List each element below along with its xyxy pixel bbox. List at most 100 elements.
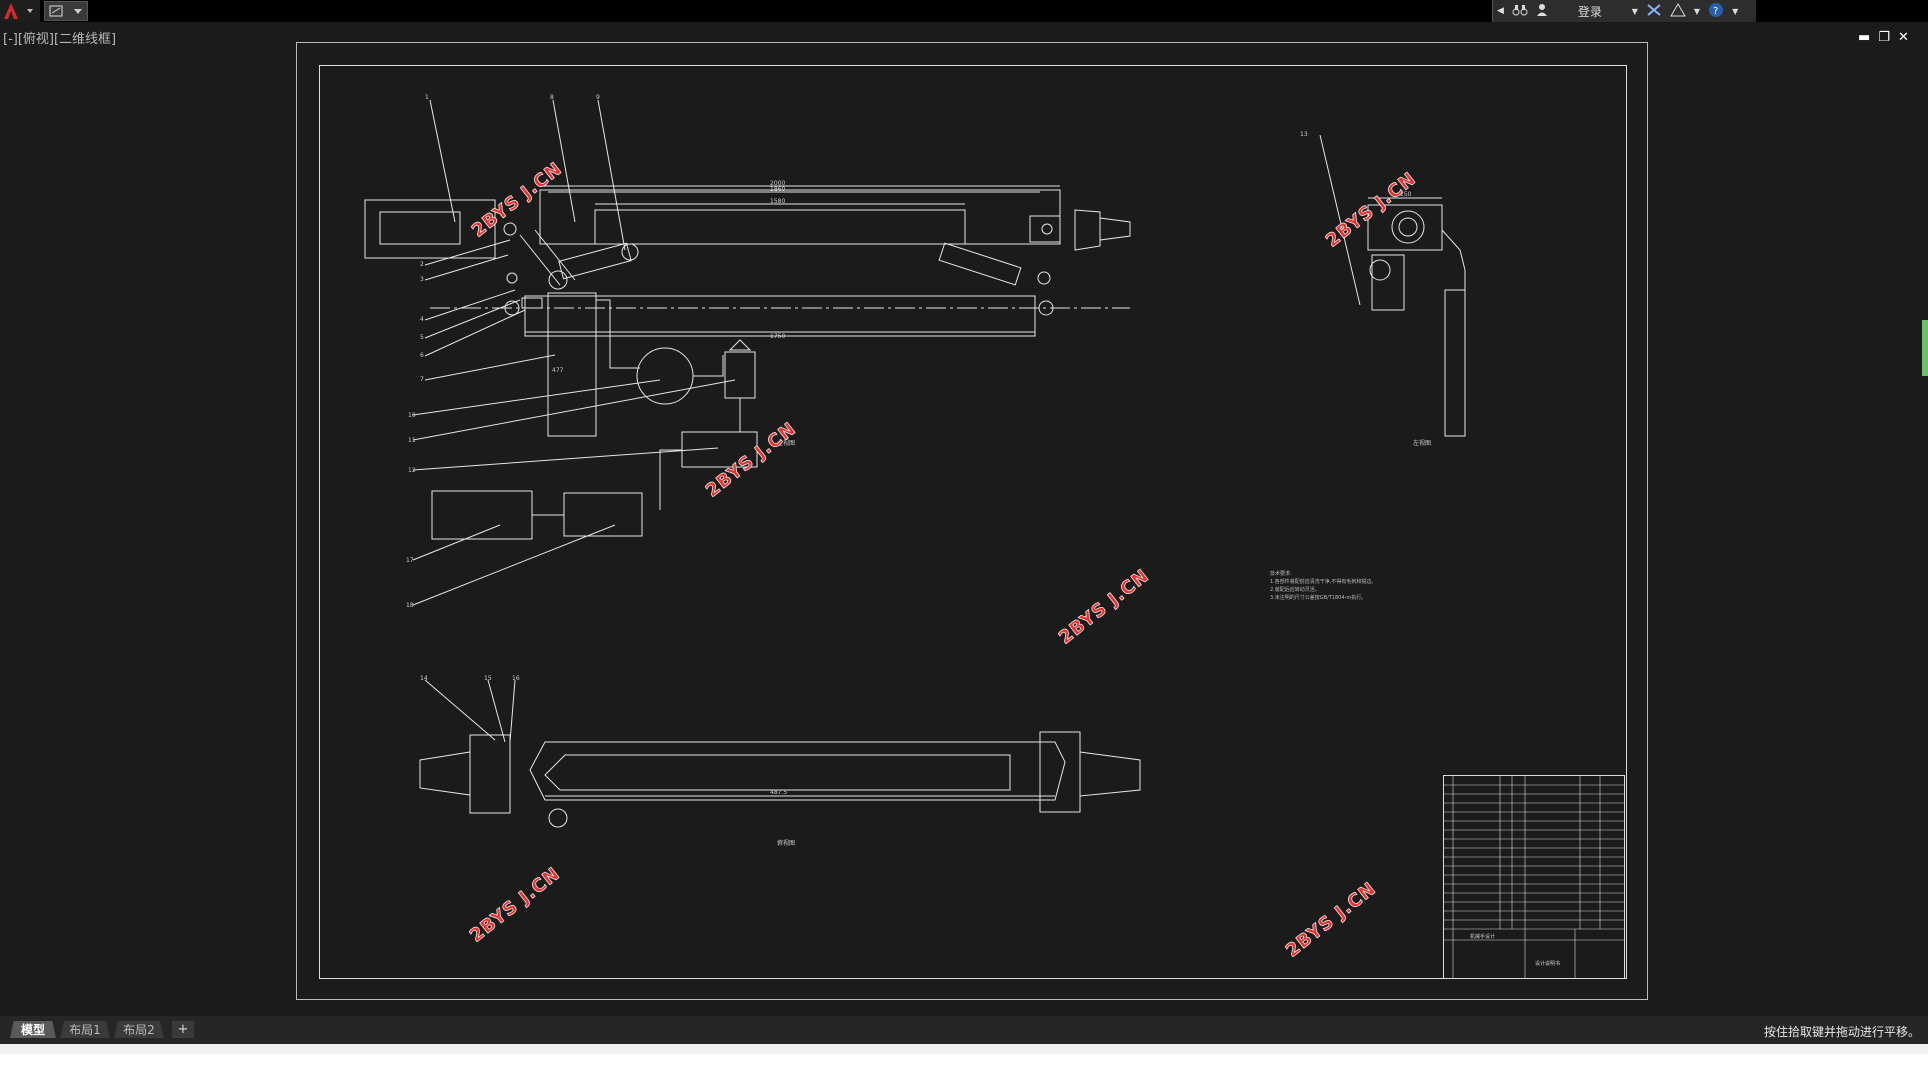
side-arm [1371, 254, 1405, 311]
title-block-text: 设计说明书 [1535, 960, 1560, 967]
part-number: 5 [420, 334, 424, 341]
chevron-down-icon: ▼ [1631, 6, 1638, 16]
pivot-pin [1041, 223, 1053, 235]
view-label: 主视图 [777, 439, 795, 447]
viewport-controls-label[interactable]: [-][俯视][二维线框] [3, 32, 117, 47]
guide-rail [524, 295, 1036, 337]
leader-line [487, 679, 506, 743]
part-number: 13 [1300, 131, 1308, 138]
dimension-text: 250 [1400, 191, 1412, 198]
leader-line [424, 354, 556, 381]
add-layout-button[interactable]: + [172, 1021, 194, 1038]
top-bar: ◀ 登录 ▼ ▼ ? ▼ [0, 0, 1928, 22]
end-taper [1099, 217, 1131, 241]
user-icon [1536, 3, 1548, 20]
binoculars-icon[interactable] [1512, 3, 1528, 20]
dimension-text: 2000 [770, 180, 785, 187]
joint-pin [1038, 300, 1054, 316]
exchange-icon[interactable] [1646, 3, 1662, 20]
help-icon[interactable]: ? [1708, 2, 1724, 21]
leader-line [597, 99, 626, 251]
leader-line [424, 299, 521, 339]
part-number: 12 [408, 467, 416, 474]
leader-line [1319, 134, 1361, 306]
drawing-sheet-border [296, 42, 1648, 1000]
tech-title: 技术要求: [1270, 571, 1292, 577]
part-number: 10 [408, 412, 416, 419]
top-joint [548, 808, 568, 828]
tab-layout1[interactable]: 布局1 [60, 1021, 110, 1038]
dimension-text: 487.5 [770, 789, 787, 796]
leader-line [412, 524, 501, 561]
leader-line [424, 239, 511, 266]
pivot-block [1029, 215, 1061, 243]
pipe [693, 355, 724, 377]
part-number: 14 [420, 675, 428, 682]
link-rod [534, 229, 576, 281]
part-number: 4 [420, 316, 424, 323]
dimension-text: 1860 [770, 186, 785, 193]
chevron-left-icon[interactable]: ◀ [1497, 6, 1504, 16]
gear [621, 243, 639, 261]
leader-line [424, 679, 496, 741]
tech-line: 2.装配后应转动灵活。 [1270, 587, 1320, 593]
part-number: 2 [420, 261, 424, 268]
joint-pin [506, 272, 518, 284]
dimension-text: 477 [552, 367, 564, 374]
part-number: 15 [484, 675, 492, 682]
part-number: 7 [420, 376, 424, 383]
window-controls: ▬ ❐ ✕ [1858, 30, 1909, 45]
leader-line [552, 99, 576, 223]
valve-cap [728, 339, 752, 351]
hydraulic-cylinder [558, 242, 632, 280]
autodesk-a360-icon[interactable] [1670, 2, 1686, 20]
dimension-text: 1580 [770, 198, 785, 205]
leader-line [412, 447, 719, 471]
cad-drawing: 1 2 3 4 5 6 7 8 9 10 11 12 13 14 15 16 1… [364, 94, 1625, 979]
gripper-jaw [379, 211, 461, 245]
drawing-inner-frame [319, 65, 1627, 979]
status-bar [0, 1044, 1928, 1066]
valve [724, 351, 756, 399]
layout-tab-bar: 模型 布局1 布局2 + 按住拾取键并拖动进行平移。 [0, 1016, 1928, 1044]
pipe [659, 449, 682, 510]
tab-model[interactable]: 模型 [10, 1021, 56, 1038]
arm-inner-slot [594, 209, 966, 245]
gripper-housing [364, 199, 496, 259]
minimize-icon[interactable]: ▬ [1858, 30, 1871, 45]
top-arm [529, 741, 1066, 801]
part-number: 3 [420, 276, 424, 283]
hydraulic-cylinder [938, 242, 1022, 286]
side-link [1441, 229, 1466, 290]
column [547, 292, 597, 437]
title-block-grid [1443, 775, 1625, 979]
rack-block [521, 297, 543, 309]
chevron-down-icon[interactable]: ▼ [1693, 6, 1701, 16]
scroll-indicator[interactable] [1922, 320, 1928, 376]
top-arm-inner [544, 754, 1011, 791]
part-number: 18 [406, 602, 414, 609]
chevron-down-icon[interactable] [73, 4, 83, 18]
application-menu-button[interactable] [0, 0, 40, 22]
login-button[interactable]: 登录 ▼ [1532, 3, 1642, 20]
title-block [1443, 775, 1625, 979]
part-number: 9 [596, 94, 600, 101]
restore-icon[interactable]: ❐ [1878, 30, 1890, 45]
joint-pin [548, 270, 568, 290]
close-icon[interactable]: ✕ [1897, 30, 1909, 45]
info-center: ◀ 登录 ▼ ▼ ? ▼ [1492, 0, 1756, 22]
part-number: 8 [550, 94, 554, 101]
status-prompt: 按住拾取键并拖动进行平移。 [1763, 1025, 1920, 1039]
workspace-icon [49, 5, 63, 17]
tech-line: 1.各部件装配前应清洗干净,不得有毛刺和锐边。 [1270, 579, 1377, 585]
part-number: 1 [425, 94, 429, 101]
part-number: 11 [408, 437, 416, 444]
top-taper-right [1079, 751, 1141, 797]
quick-access-toolbar[interactable] [44, 1, 88, 21]
tab-layout2[interactable]: 布局2 [114, 1021, 164, 1038]
leader-line [424, 309, 526, 357]
title-block-text: 机械手设计 [1470, 933, 1495, 940]
dimension-text: 1750 [770, 333, 785, 340]
chevron-down-icon[interactable]: ▼ [1732, 6, 1739, 16]
joint-pin [504, 300, 520, 316]
